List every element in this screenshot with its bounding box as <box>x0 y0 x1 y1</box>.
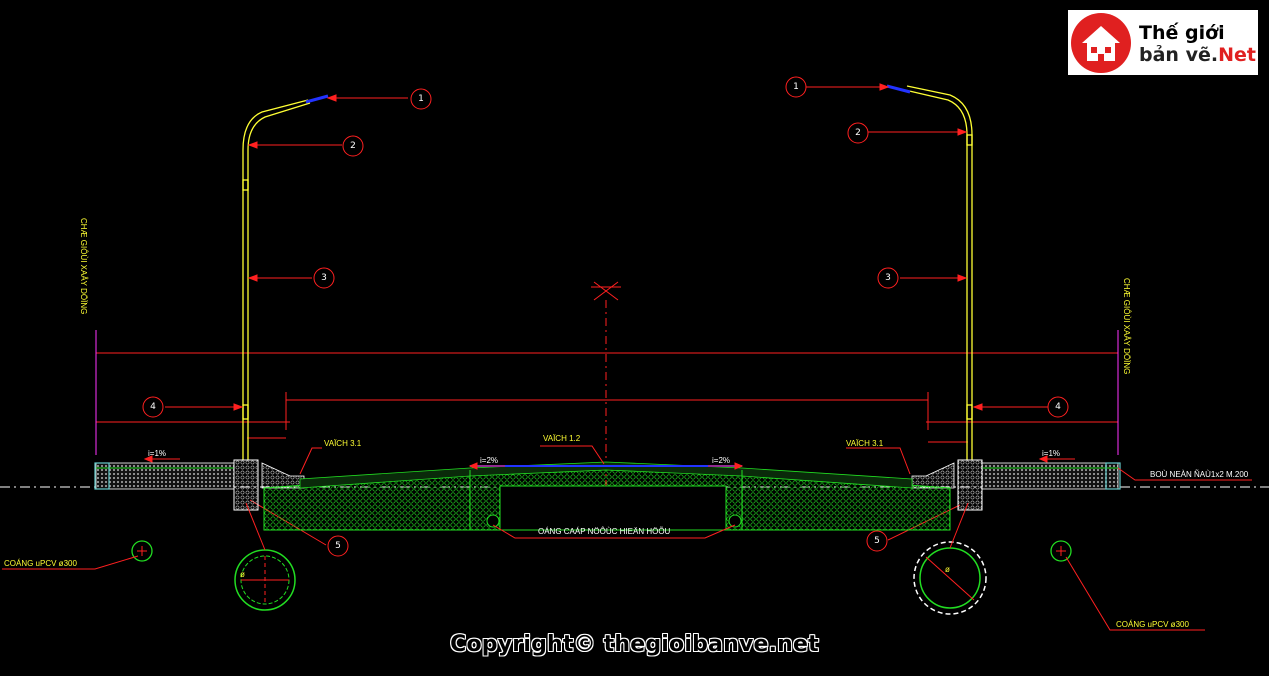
left-drain-pipe <box>234 549 296 611</box>
slope-left-road: i=2% <box>480 456 498 465</box>
pipe-leaders <box>245 502 969 551</box>
cong-right-label: COÁNG uPCV ø300 <box>1116 620 1189 629</box>
right-sidewalk <box>981 462 1121 490</box>
chi-gioi-right-label: CHÆ GIÔÙI XAÂY DÖÏNG <box>1122 278 1131 374</box>
cong-left <box>2 540 153 570</box>
left-lamp-pole <box>242 99 311 460</box>
copyright-watermark: Copyright© thegioibanve.net <box>450 632 819 657</box>
vach-leaders <box>299 445 911 475</box>
slope-right-road: i=2% <box>712 456 730 465</box>
logo-line2: bản vẽ.Net <box>1139 44 1256 66</box>
slope-right-sidewalk: i=1% <box>1042 449 1060 458</box>
left-pipe-diameter: ø <box>240 570 245 579</box>
right-pole-foundation <box>957 459 983 511</box>
cong-right <box>1050 540 1205 631</box>
right-lamp-pole <box>904 85 973 460</box>
vach-center-label: VAÏCH 1.2 <box>543 434 581 443</box>
left-sidewalk <box>94 462 235 490</box>
boundary-lines <box>95 330 1119 455</box>
leader-lines <box>165 83 1048 546</box>
marker-circles <box>142 76 1069 557</box>
bo-nen-leader <box>1117 467 1252 481</box>
marker-right-2: 2 <box>855 128 861 138</box>
marker-left-4: 4 <box>150 402 156 412</box>
cong-left-label: COÁNG uPCV ø300 <box>4 559 77 568</box>
marker-right-1: 1 <box>793 82 799 92</box>
site-logo[interactable]: Thế giới bản vẽ.Net <box>1068 10 1258 75</box>
left-pole-foundation <box>233 459 259 511</box>
road-structure <box>263 461 951 531</box>
slope-left-sidewalk: i=1% <box>148 449 166 458</box>
house-icon <box>1071 13 1131 73</box>
marker-right-4: 4 <box>1055 402 1061 412</box>
logo-line2b: Net <box>1218 44 1256 66</box>
marker-left-5: 5 <box>335 541 341 551</box>
logo-line2a: bản vẽ. <box>1139 44 1219 66</box>
ong-cap-label: OÁNG CAÁP NÖÔÙC HIEÄN HÖÕU <box>538 527 671 536</box>
slope-arrows <box>143 455 1075 470</box>
logo-line1: Thế giới <box>1139 22 1225 44</box>
chi-gioi-left-label: CHÆ GIÔÙI XAÂY DÖÏNG <box>79 218 88 314</box>
marker-left-3: 3 <box>321 273 327 283</box>
left-lamp-head <box>305 94 329 104</box>
marker-left-1: 1 <box>418 94 424 104</box>
ong-cap-leader <box>492 524 736 539</box>
right-pipe-diameter: ø <box>945 565 950 574</box>
left-curb <box>261 462 305 489</box>
dimension-lines <box>95 340 1119 443</box>
marker-right-3: 3 <box>885 273 891 283</box>
right-curb <box>911 462 955 489</box>
marker-right-5: 5 <box>874 536 880 546</box>
marker-left-2: 2 <box>350 141 356 151</box>
right-drain-pipe <box>913 541 987 615</box>
centerline-symbol <box>591 281 621 301</box>
vach-left-label: VAÏCH 3.1 <box>324 439 362 448</box>
right-lamp-head <box>886 84 911 94</box>
bo-nen-label: BOÙ NEÀN ÑAÙ1x2 M.200 <box>1150 470 1249 479</box>
vach-right-label: VAÏCH 3.1 <box>846 439 884 448</box>
